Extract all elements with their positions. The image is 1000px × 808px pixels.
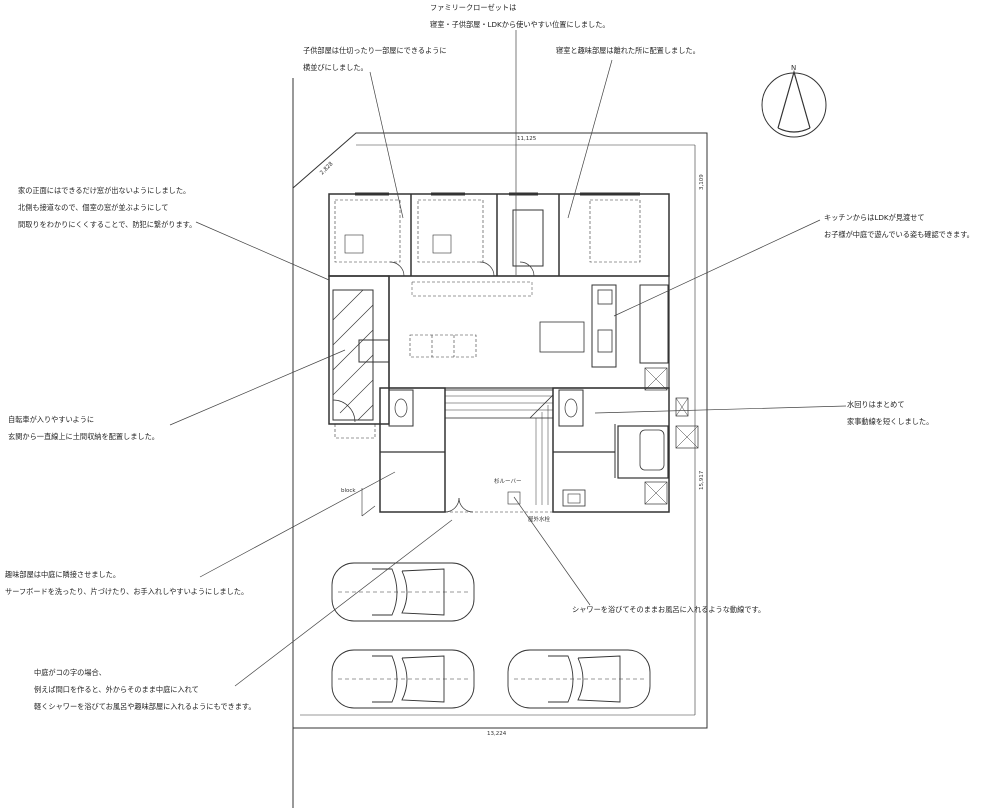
annotation-line: 自転車が入りやすいように	[8, 415, 95, 424]
dim-top: 11,125	[517, 136, 537, 142]
annotation-line: 家事動線を短くしました。	[847, 417, 934, 426]
annotation-line: 軽くシャワーを浴びてお風呂や趣味部屋に入れるようにもできます。	[34, 702, 256, 711]
annotation-kids-room: 子供部屋は仕切ったり一部屋にできるように 横並びにしました。	[303, 42, 447, 76]
house-outline	[328, 193, 670, 277]
annotation-hobby: 趣味部屋は中庭に隣接させました。 サーフボードを洗ったり、片づけたり、お手入れし…	[5, 566, 248, 600]
annotation-line: 間取りをわかりにくくすることで、防犯に繋がります。	[18, 220, 197, 229]
annotation-line: サーフボードを洗ったり、片づけたり、お手入れしやすいようにしました。	[5, 587, 249, 596]
car-1	[331, 562, 475, 622]
annotation-bedroom: 寝室と趣味部屋は離れた所に配置しました。	[556, 42, 700, 59]
louver-label: 杉ルーバー	[494, 477, 521, 485]
car-3	[507, 649, 651, 709]
annotation-kitchen: キッチンからはLDKが見渡せて お子様が中庭で遊んでいる姿も確認できます。	[824, 209, 974, 243]
annotation-line: 寝室と趣味部屋は離れた所に配置しました。	[556, 46, 700, 55]
site-boundary-line	[292, 132, 708, 729]
annotation-line: キッチンからはLDKが見渡せて	[824, 213, 925, 222]
annotation-line: 中庭がコの字の場合、	[34, 668, 106, 677]
annotation-line: 北側も接道なので、個室の窓が並ぶようにして	[18, 203, 169, 212]
annotation-line: 家の正面にはできるだけ窓が出ないようにしました。	[18, 186, 191, 195]
annotation-closet: ファミリークローゼットは 寝室・子供部屋・LDKから使いやすい位置にしました。	[430, 0, 610, 33]
annotation-line: ファミリークローゼットは	[430, 3, 517, 12]
annotation-line: 玄関から一直線上に土間収納を配置しました。	[8, 432, 159, 441]
block-label: block	[341, 488, 356, 494]
annotation-storage: 自転車が入りやすいように 玄関から一直線上に土間収納を配置しました。	[8, 411, 159, 445]
annotation-line: 横並びにしました。	[303, 63, 368, 72]
annotation-line: 例えば間口を作ると、外からそのまま中庭に入れて	[34, 685, 199, 694]
dim-right-top: 3,109	[699, 174, 705, 190]
annotation-shower: シャワーを浴びてそのままお風呂に入れるような動線です。	[572, 601, 765, 618]
outdoor-faucet-label: 屋外水栓	[528, 515, 551, 523]
dim-bottom: 13,224	[487, 731, 507, 737]
annotation-front-facade: 家の正面にはできるだけ窓が出ないようにしました。 北側も接道なので、個室の窓が並…	[18, 182, 196, 233]
annotation-line: 水回りはまとめて	[847, 400, 905, 409]
annotation-line: 寝室・子供部屋・LDKから使いやすい位置にしました。	[430, 20, 610, 29]
car-2	[331, 649, 475, 709]
annotation-line: 趣味部屋は中庭に隣接させました。	[5, 570, 121, 579]
annotation-line: 子供部屋は仕切ったり一部屋にできるように	[303, 46, 447, 55]
annotation-line: お子様が中庭で遊んでいる姿も確認できます。	[824, 230, 974, 239]
annotation-water: 水回りはまとめて 家事動線を短くしました。	[847, 396, 933, 430]
annotation-courtyard: 中庭がコの字の場合、 例えば間口を作ると、外からそのまま中庭に入れて 軽くシャワ…	[34, 664, 256, 715]
annotation-line: シャワーを浴びてそのままお風呂に入れるような動線です。	[572, 605, 766, 614]
compass-north-label: N	[791, 64, 796, 72]
dim-right: 15,917	[699, 470, 705, 490]
